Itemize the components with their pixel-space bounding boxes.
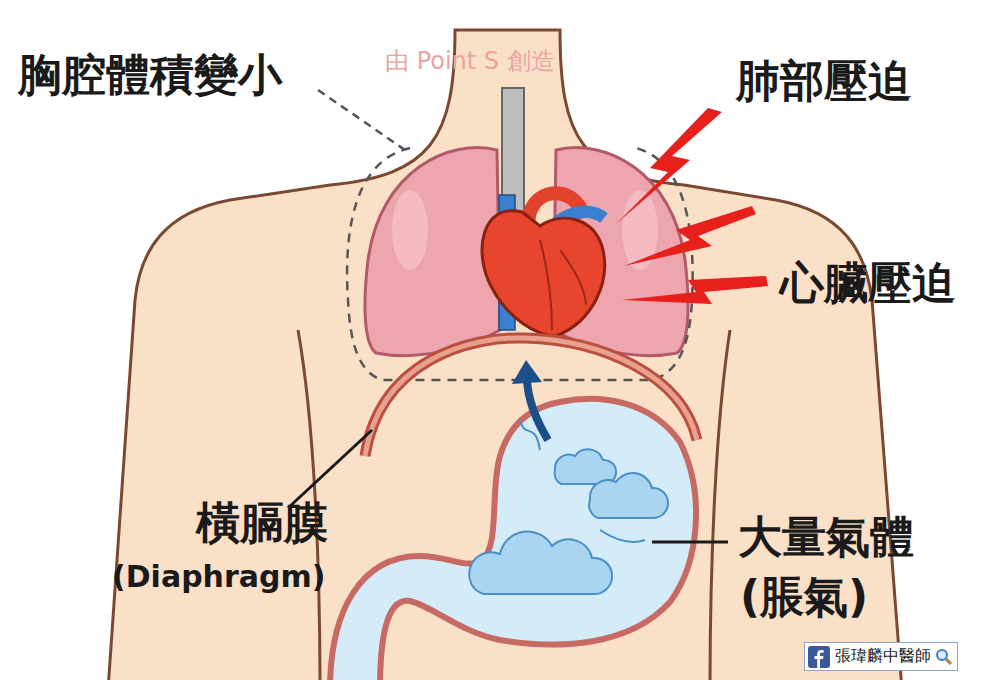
heart-vessel [540,240,586,330]
handle [946,659,951,664]
callout-label: 肺部壓迫 [736,56,912,107]
leader-line [652,541,728,544]
arrow-head [512,360,542,384]
facebook-square [808,646,830,668]
stomach [330,399,696,680]
facebook-icon [808,646,830,668]
leader-line [288,430,372,508]
upward-arrow [527,380,548,440]
callout-label: 胸腔體積變小 [18,50,282,101]
author-badge: 張瑋麟中醫師 [804,642,958,671]
leader-line [318,90,405,150]
left-lung [365,148,500,356]
callout-label: 心臟壓迫 [780,258,956,309]
pressure-bolt [622,276,768,304]
pressure-bolt [616,108,722,224]
facebook-glyph [815,650,824,668]
heart [482,211,605,336]
gas-swirl [520,420,645,542]
gas-clouds [469,449,668,594]
body-outline [108,30,902,680]
arm-line [710,330,730,680]
part-name: 橫膈膜 [196,498,328,549]
watermark: 由 Point S 創造 [385,48,555,76]
lens [937,650,947,660]
lung-highlight [392,190,428,270]
chest-cavity-outline [347,148,693,380]
part-name: (Diaphragm) [112,560,325,595]
callout-label: 大量氣體 [738,512,914,563]
author-name: 張瑋麟中醫師 [835,646,931,665]
pressure-bolt [624,206,756,266]
callout-label: (脹氣) [740,572,868,623]
search-icon [935,648,953,666]
